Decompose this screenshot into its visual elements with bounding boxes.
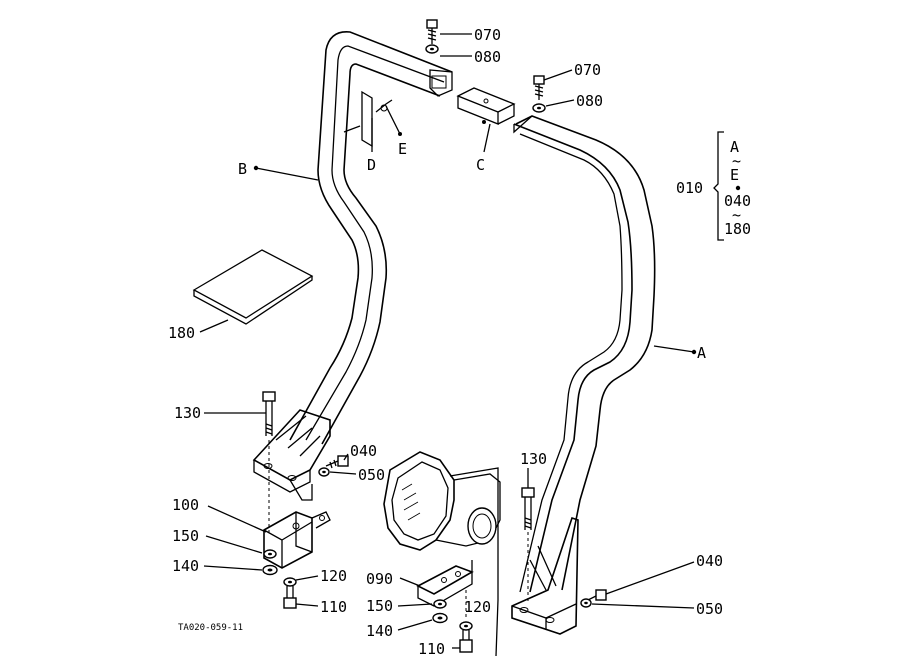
label-e: E (398, 140, 407, 158)
bolt-130-left (262, 391, 276, 536)
label-040-right: 040 (696, 552, 723, 570)
label-a: A (697, 344, 706, 362)
assembly-bracket: 010 A ~ E 040 ~ 180 (676, 131, 751, 241)
frame-tube-b (289, 31, 453, 445)
label-090: 090 (366, 570, 393, 588)
range-start-a: A (730, 138, 739, 156)
label-070-right: 070 (574, 61, 601, 79)
right-mount-bracket (511, 516, 579, 635)
label-100: 100 (172, 496, 199, 514)
label-110-center: 110 (418, 640, 445, 658)
connector-c (456, 87, 516, 125)
label-040-left: 040 (350, 442, 377, 460)
label-050-left: 050 (358, 466, 385, 484)
label-120-center: 120 (464, 598, 491, 616)
label-150-center: 150 (366, 597, 393, 615)
washer-050-right (580, 598, 592, 608)
label-180: 180 (168, 324, 195, 342)
label-010: 010 (676, 179, 703, 197)
bolt-040-right (587, 589, 607, 601)
range-sep-1: ~ (732, 152, 741, 170)
label-080-left: 080 (474, 48, 501, 66)
range-end-e: E (730, 166, 739, 184)
washer-080-left (425, 44, 439, 54)
label-110-left: 110 (320, 598, 347, 616)
label-070-left: 070 (474, 26, 501, 44)
range-end-180: 180 (724, 220, 751, 238)
label-140-center: 140 (366, 622, 393, 640)
washer-120-left (283, 577, 297, 587)
washer-140-center (432, 612, 448, 624)
range-sep-2: ~ (732, 206, 741, 224)
bracket-100 (263, 511, 331, 569)
washer-140-left (262, 564, 278, 576)
bolt-110-left (283, 586, 297, 609)
frame-tube-a (513, 115, 656, 593)
washer-080-right (532, 103, 546, 113)
label-140-left: 140 (172, 557, 199, 575)
washer-050-left (318, 467, 330, 477)
label-150-left: 150 (172, 527, 199, 545)
leader-lines (199, 33, 695, 649)
bolt-110-center (459, 630, 473, 653)
label-d: D (367, 156, 376, 174)
manual-180 (192, 249, 314, 325)
leader-dots (253, 120, 741, 355)
label-080-right: 080 (576, 92, 603, 110)
range-start-040: 040 (724, 192, 751, 210)
bolt-070-left (426, 19, 438, 44)
label-c: C (476, 156, 485, 174)
left-mount-bracket (252, 409, 331, 501)
axle-housing (383, 451, 501, 657)
drawing-code: TA020-059-11 (178, 623, 243, 633)
washer-120-center (459, 590, 473, 631)
clip-e (375, 99, 393, 113)
bolt-070-right (533, 75, 545, 100)
nut-150-left (263, 549, 277, 559)
label-b: B (238, 160, 247, 178)
bolt-040-left (325, 455, 349, 469)
label-130-left: 130 (174, 404, 201, 422)
label-130-right: 130 (520, 450, 547, 468)
label-120-left: 120 (320, 567, 347, 585)
label-050-right: 050 (696, 600, 723, 618)
nut-150-center (433, 599, 447, 609)
